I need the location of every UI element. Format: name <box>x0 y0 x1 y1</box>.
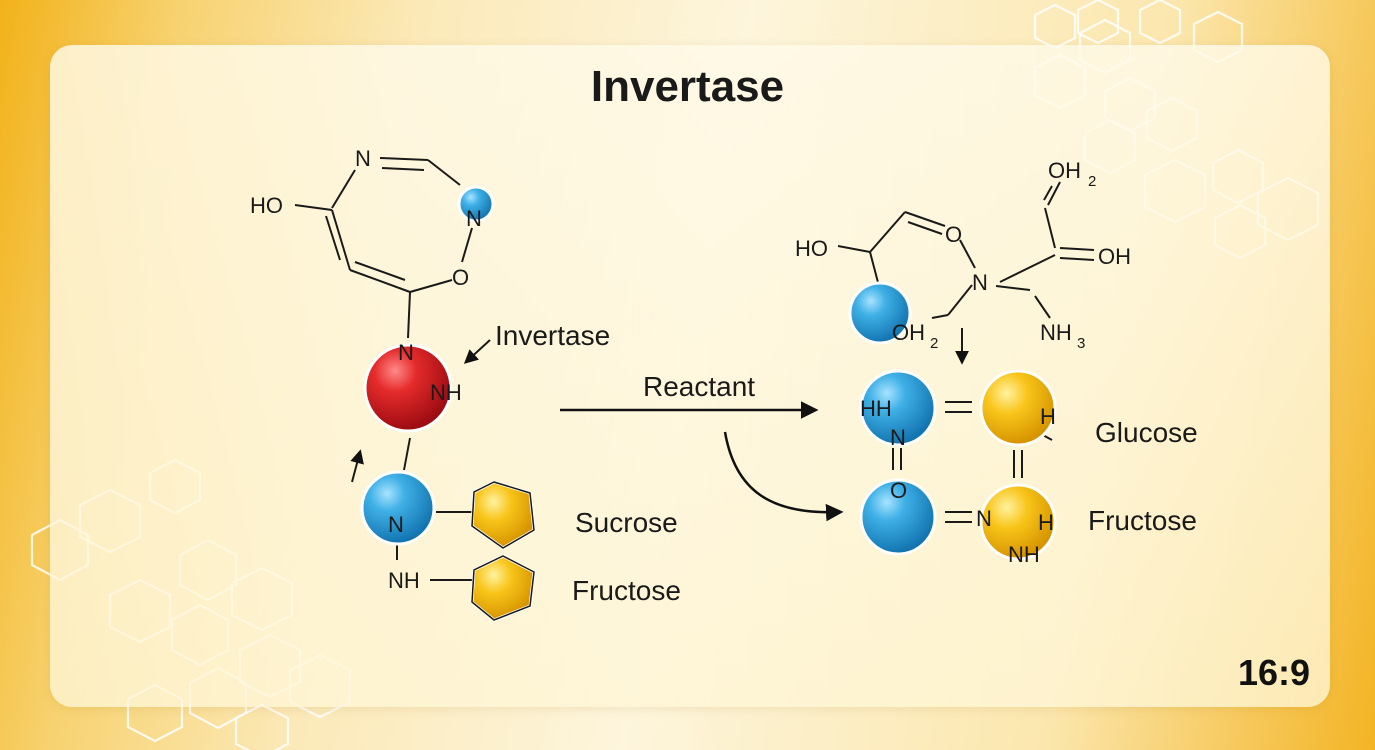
blue-atom-product-top <box>859 369 937 447</box>
blue-atom-left <box>360 470 436 546</box>
curved-arrow <box>723 431 844 522</box>
atom-n-blue-left: N <box>388 512 404 537</box>
blue-atom-top <box>457 185 495 223</box>
label-reactant: Reactant <box>643 371 755 402</box>
atom-oh2-top-sub: 2 <box>1088 173 1096 190</box>
atom-nh-red: NH <box>430 380 462 405</box>
atom-nh3-sub: 3 <box>1077 335 1085 352</box>
label-fructose-left: Fructose <box>572 575 681 606</box>
atom-oh-right: OH <box>1098 244 1131 269</box>
atom-oh2-bottom-sub: 2 <box>930 335 938 352</box>
atom-n-blue: N <box>466 206 482 231</box>
sucrose-ring-top-outline <box>471 481 535 549</box>
label-invertase: Invertase <box>495 320 610 351</box>
atom-n-right: N <box>972 270 988 295</box>
atom-nh3: NH <box>1040 320 1072 345</box>
red-atom <box>363 343 453 433</box>
atom-nh-left: NH <box>388 568 420 593</box>
atom-h-bottom: H <box>1038 510 1054 535</box>
atom-oh2-top: OH <box>1048 158 1081 183</box>
blue-atom-top-right <box>848 281 912 345</box>
label-fructose-right: Fructose <box>1088 505 1197 536</box>
atom-n-red: N <box>398 340 414 365</box>
atom-ho-right: HO <box>795 236 828 261</box>
atom-o-product: O <box>890 478 907 503</box>
atom-nh-product: NH <box>1008 542 1040 567</box>
gold-atom-product-top <box>979 369 1057 447</box>
aspect-ratio-badge: 16:9 <box>1237 652 1310 693</box>
atom-hh: HH <box>860 396 892 421</box>
content-panel <box>50 45 1330 707</box>
atom-oh2-bottom: OH <box>892 320 925 345</box>
top-right-molecule-bonds <box>837 181 1095 365</box>
label-sucrose: Sucrose <box>575 507 678 538</box>
atom-h-top: H <box>1040 404 1056 429</box>
page-title: Invertase <box>590 62 785 111</box>
atom-n-product-bottom: N <box>976 506 992 531</box>
atom-n-ring: N <box>355 146 371 171</box>
atom-n-product: N <box>890 425 906 450</box>
blue-atom-product-bottom <box>859 478 937 556</box>
atom-ho-left: HO <box>250 193 283 218</box>
gold-atom-product-bottom <box>979 483 1057 561</box>
atom-o-ring: O <box>452 265 469 290</box>
atom-o-right: O <box>945 222 962 247</box>
label-glucose: Glucose <box>1095 417 1198 448</box>
